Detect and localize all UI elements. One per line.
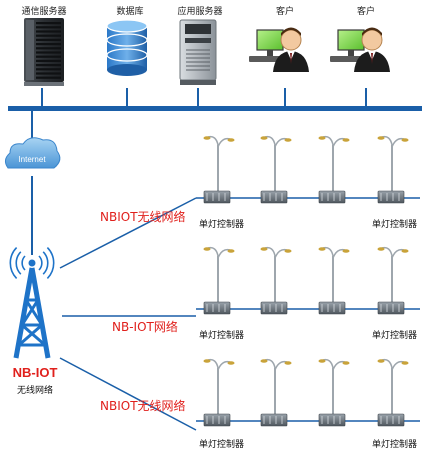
link-label-nbiot-wireless-1: NBIOT无线网络 bbox=[100, 210, 186, 224]
street-light-pole bbox=[203, 358, 235, 414]
cloud-icon: Internet bbox=[4, 137, 61, 169]
street-light-group bbox=[196, 135, 420, 204]
link-label-nbiot-network: NB-IOT网络 bbox=[112, 320, 178, 334]
cell-tower-icon bbox=[9, 247, 55, 359]
light-controller-icon bbox=[260, 413, 288, 427]
device-label-comm-server: 通信服务器 bbox=[21, 7, 67, 17]
controller-label: 单灯控制器 bbox=[199, 220, 245, 230]
street-light-pole bbox=[260, 246, 292, 302]
street-light-pole bbox=[377, 246, 409, 302]
device-label-app-server: 应用服务器 bbox=[177, 7, 223, 17]
rack-server-icon bbox=[24, 18, 64, 86]
wireless-link-line bbox=[59, 357, 197, 431]
light-controller-icon bbox=[377, 301, 405, 315]
device-label-client-1: 客户 bbox=[275, 7, 295, 17]
tower-server-icon bbox=[179, 19, 217, 85]
light-controller-icon bbox=[260, 190, 288, 204]
wireless-link-line bbox=[59, 197, 197, 269]
street-light-group bbox=[196, 358, 420, 427]
street-light-pole bbox=[203, 246, 235, 302]
cloud-label: Internet bbox=[18, 155, 46, 164]
light-controller-icon bbox=[318, 413, 346, 427]
controller-label: 单灯控制器 bbox=[372, 220, 418, 230]
tower-subtitle: 无线网络 bbox=[16, 386, 54, 396]
controller-label: 单灯控制器 bbox=[372, 440, 418, 450]
street-light-pole bbox=[377, 358, 409, 414]
street-light-pole bbox=[318, 358, 350, 414]
database-icon bbox=[106, 19, 148, 76]
tower-title: NB-IOT bbox=[12, 365, 58, 380]
light-controller-icon bbox=[318, 301, 346, 315]
light-controller-icon bbox=[318, 190, 346, 204]
light-controller-icon bbox=[203, 413, 231, 427]
light-controller-icon bbox=[377, 413, 405, 427]
street-light-pole bbox=[377, 135, 409, 191]
street-light-pole bbox=[260, 358, 292, 414]
street-light-pole bbox=[318, 246, 350, 302]
network-backbone bbox=[8, 106, 422, 111]
light-controller-icon bbox=[377, 190, 405, 204]
client-workstation-icon bbox=[249, 27, 309, 72]
street-light-pole bbox=[318, 135, 350, 191]
controller-label: 单灯控制器 bbox=[372, 331, 418, 341]
street-light-group bbox=[196, 246, 420, 315]
controller-label: 单灯控制器 bbox=[199, 440, 245, 450]
controller-label: 单灯控制器 bbox=[199, 331, 245, 341]
link-label-nbiot-wireless-2: NBIOT无线网络 bbox=[100, 399, 186, 413]
street-light-pole bbox=[260, 135, 292, 191]
client-workstation-icon bbox=[330, 27, 390, 72]
device-label-client-2: 客户 bbox=[356, 7, 376, 17]
device-label-database: 数据库 bbox=[116, 7, 144, 17]
light-controller-icon bbox=[260, 301, 288, 315]
light-controller-icon bbox=[203, 301, 231, 315]
light-controller-icon bbox=[203, 190, 231, 204]
street-light-pole bbox=[203, 135, 235, 191]
